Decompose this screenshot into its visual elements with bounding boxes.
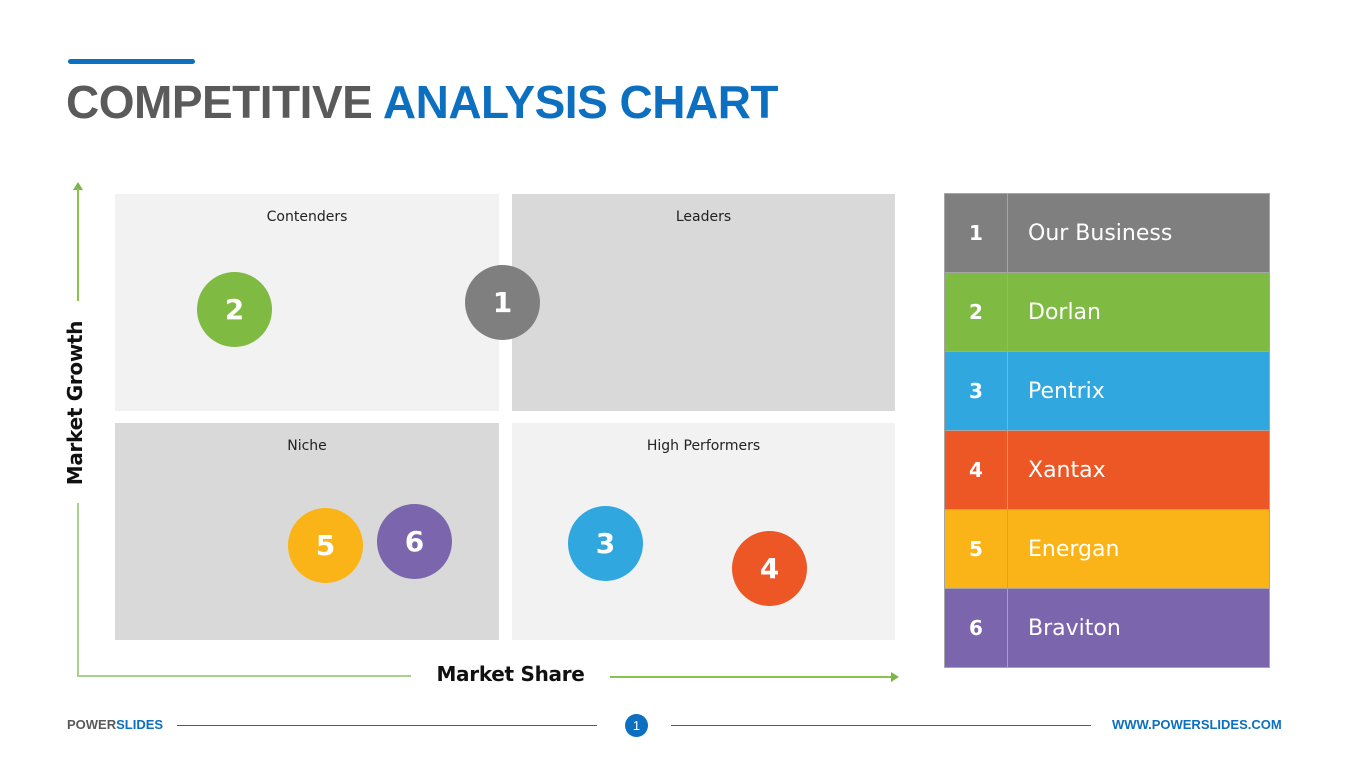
legend-table: 1 Our Business 2 Dorlan 3 Pentrix 4 Xant… — [944, 193, 1270, 668]
x-axis-arrow-icon — [891, 672, 899, 682]
bubble-our-business: 1 — [465, 265, 540, 340]
title-part-2: ANALYSIS CHART — [382, 76, 779, 128]
bubble-pentrix: 3 — [568, 506, 643, 581]
x-axis-line-right — [610, 676, 892, 678]
page-title: COMPETITIVE ANALYSIS CHART — [66, 74, 779, 130]
bubble-energan: 5 — [288, 508, 363, 583]
legend-name: Xantax — [1028, 457, 1106, 483]
quadrant-label: Contenders — [266, 209, 348, 225]
x-axis-label: Market Share — [436, 662, 585, 686]
legend-name: Braviton — [1028, 615, 1121, 641]
quadrant-contenders: Contenders — [115, 194, 499, 411]
legend-row: 2 Dorlan — [945, 273, 1269, 352]
bubble-dorlan: 2 — [197, 272, 272, 347]
y-axis-line-bottom — [77, 503, 79, 676]
legend-row: 5 Energan — [945, 510, 1269, 589]
y-axis-arrow-icon — [73, 182, 83, 190]
legend-name: Pentrix — [1028, 378, 1105, 404]
footer-brand-logo: POWERSLIDES — [67, 717, 163, 732]
brand-part-1: POWER — [67, 717, 117, 732]
brand-part-2: SLIDES — [116, 717, 164, 732]
legend-row: 3 Pentrix — [945, 352, 1269, 431]
legend-row: 1 Our Business — [945, 194, 1269, 273]
legend-row: 6 Braviton — [945, 589, 1269, 667]
legend-number: 6 — [945, 589, 1008, 667]
footer-url-link[interactable]: WWW.POWERSLIDES.COM — [1112, 717, 1282, 732]
page-number-badge: 1 — [625, 714, 648, 737]
bubble-xantax: 4 — [732, 531, 807, 606]
y-axis-label: Market Growth — [63, 320, 87, 486]
legend-name: Our Business — [1028, 220, 1173, 246]
footer-divider-right — [671, 725, 1091, 726]
legend-name: Energan — [1028, 536, 1120, 562]
legend-row: 4 Xantax — [945, 431, 1269, 510]
quadrant-label: Leaders — [675, 209, 732, 225]
legend-number: 2 — [945, 273, 1008, 351]
legend-number: 3 — [945, 352, 1008, 430]
legend-number: 5 — [945, 510, 1008, 588]
legend-number: 1 — [945, 194, 1008, 272]
footer-divider-left — [177, 725, 597, 726]
title-part-1: COMPETITIVE — [66, 76, 373, 128]
y-axis-line-top — [77, 188, 79, 301]
legend-name: Dorlan — [1028, 299, 1101, 325]
quadrant-leaders: Leaders — [512, 194, 895, 411]
legend-number: 4 — [945, 431, 1008, 509]
quadrant-label: Niche — [287, 438, 327, 454]
x-axis-line-left — [77, 675, 411, 677]
quadrant-label: High Performers — [646, 438, 761, 454]
title-accent-bar — [68, 59, 195, 64]
bubble-braviton: 6 — [377, 504, 452, 579]
